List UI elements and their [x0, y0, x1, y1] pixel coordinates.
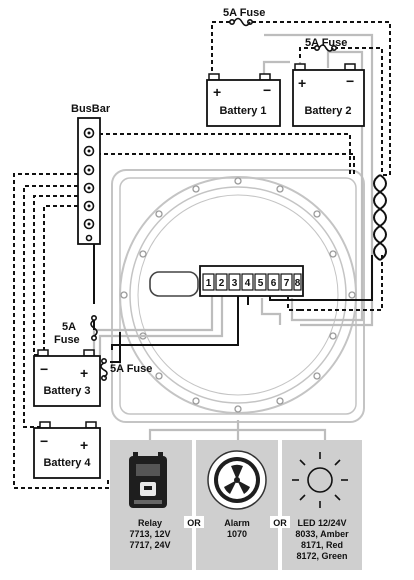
battery-2-label: Battery 2 — [304, 105, 351, 117]
or-label-2: OR — [273, 518, 287, 528]
or-label-1: OR — [187, 518, 201, 528]
battery-4-negative-icon: − — [40, 433, 48, 449]
fuse-left — [90, 314, 98, 341]
led-panel — [282, 440, 362, 570]
fuse-top — [229, 17, 254, 27]
fuse-left-label-2: Fuse — [54, 334, 80, 346]
terminal-3: 3 — [232, 278, 238, 289]
terminal-4: 4 — [245, 278, 251, 289]
terminal-2: 2 — [219, 278, 225, 289]
busbar-label: BusBar — [71, 103, 111, 115]
terminal-5: 5 — [258, 278, 264, 289]
battery-2-positive-icon: + — [298, 75, 306, 91]
battery-4-positive-icon: + — [80, 437, 88, 453]
led-line-2: 8033, Amber — [295, 529, 349, 539]
battery-4-label: Battery 4 — [43, 457, 91, 469]
battery-4: − + Battery 4 — [33, 421, 101, 479]
battery-3-label: Battery 3 — [43, 385, 90, 397]
led-line-3: 8171, Red — [301, 540, 343, 550]
twisted-wire — [373, 174, 387, 261]
battery-2: + − Battery 2 — [292, 63, 365, 127]
fuse-battery2 — [313, 44, 337, 52]
terminal-7: 7 — [284, 278, 290, 289]
battery-3-positive-icon: + — [80, 365, 88, 381]
relay-line-3: 7717, 24V — [129, 540, 170, 550]
relay-line-1: Relay — [138, 518, 162, 528]
relay-line-2: 7713, 12V — [129, 529, 170, 539]
busbar — [77, 117, 101, 245]
alarm-icon — [207, 450, 267, 510]
fuse-top-label: 5A Fuse — [223, 7, 265, 19]
sun-icon — [292, 452, 348, 508]
twisted-wire-2 — [373, 174, 387, 261]
battery-1-negative-icon: − — [263, 82, 271, 98]
fuse-left-label-1: 5A — [62, 321, 76, 333]
fuse-battery2-label: 5A Fuse — [305, 37, 347, 49]
terminal-6: 6 — [271, 278, 277, 289]
alarm-line-2: 1070 — [227, 529, 247, 539]
fuse-right — [100, 357, 108, 381]
gauge-slot — [149, 271, 199, 297]
led-line-1: LED 12/24V — [297, 518, 346, 528]
battery-1: + − Battery 1 — [206, 73, 281, 127]
relay-icon — [129, 452, 167, 508]
led-line-4: 8172, Green — [296, 551, 347, 561]
terminal-8: 8 — [295, 278, 301, 289]
battery-3-negative-icon: − — [40, 361, 48, 377]
battery-3: − + Battery 3 — [33, 349, 101, 407]
terminal-1: 1 — [206, 278, 212, 289]
busbar-terminals — [83, 127, 95, 242]
battery-2-negative-icon: − — [346, 73, 354, 89]
alarm-line-1: Alarm — [224, 518, 250, 528]
terminal-block: 1 2 3 4 5 6 7 8 — [199, 265, 304, 297]
battery-1-label: Battery 1 — [219, 105, 266, 117]
battery-1-positive-icon: + — [213, 84, 221, 100]
light-wires — [92, 33, 374, 478]
fuse-right-label: 5A Fuse — [110, 363, 152, 375]
